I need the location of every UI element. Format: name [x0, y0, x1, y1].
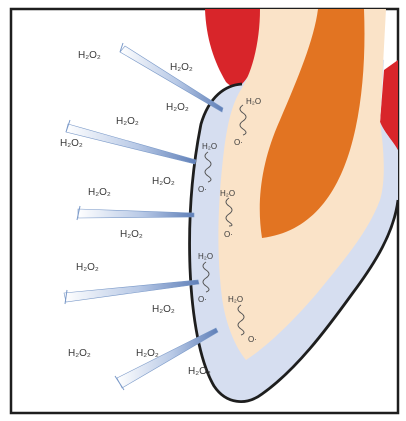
h2o2-label: H₂O₂ [68, 348, 91, 359]
h2o2-label: H₂O₂ [116, 116, 139, 127]
oxygen-radical-label: O· [248, 335, 257, 344]
oxygen-radical-label: O· [198, 295, 207, 304]
h2o2-label: H₂O₂ [166, 102, 189, 113]
h2o-label: H₂O [228, 295, 243, 304]
h2o2-label: H₂O₂ [170, 62, 193, 73]
oxygen-radical-label: O· [234, 138, 243, 147]
h2o2-label: H₂O₂ [60, 138, 83, 149]
h2o2-label: H₂O₂ [88, 187, 111, 198]
h2o2-label: H₂O₂ [152, 304, 175, 315]
h2o2-label: H₂O₂ [188, 366, 211, 377]
h2o2-label: H₂O₂ [152, 176, 175, 187]
h2o2-label: H₂O₂ [76, 262, 99, 273]
h2o-label: H₂O [202, 142, 217, 151]
h2o2-label: H₂O₂ [136, 348, 159, 359]
h2o-label: H₂O [198, 252, 213, 261]
h2o2-label: H₂O₂ [120, 229, 143, 240]
oxygen-radical-label: O· [224, 230, 233, 239]
h2o-label: H₂O [220, 189, 235, 198]
h2o2-label: H₂O₂ [78, 50, 101, 61]
h2o-label: H₂O [246, 97, 261, 106]
oxygen-radical-label: O· [198, 185, 207, 194]
